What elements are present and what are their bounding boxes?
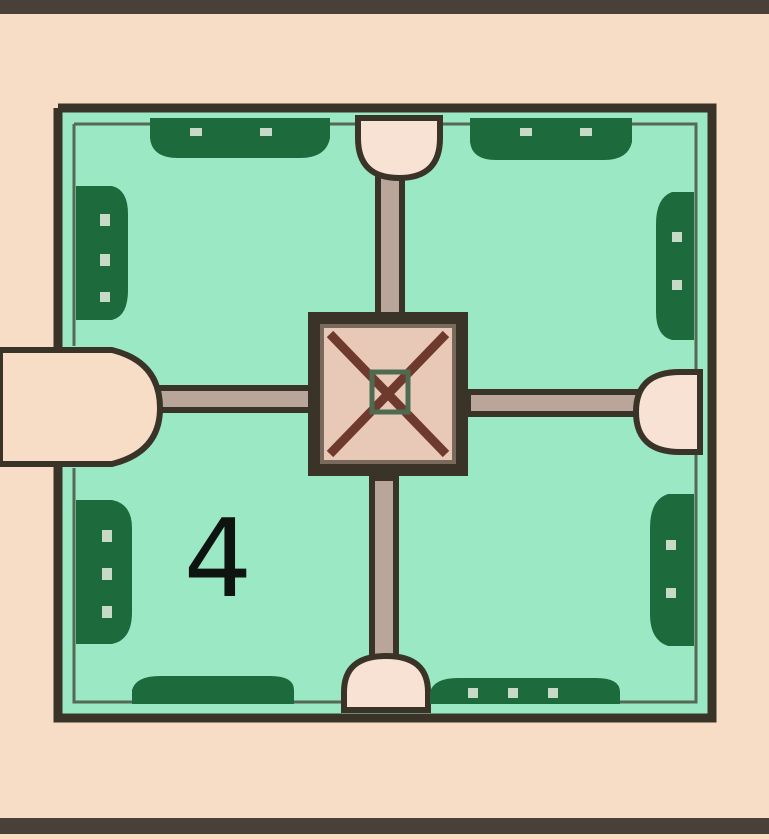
west-entry-portal xyxy=(0,350,160,464)
scan-top-edge xyxy=(0,0,769,14)
corridor-north xyxy=(378,165,402,317)
corridor-east xyxy=(468,392,640,414)
east-portal xyxy=(636,372,700,452)
corridor-south xyxy=(372,478,396,664)
north-portal xyxy=(358,118,440,178)
scan-bottom-edge xyxy=(0,818,769,834)
south-portal xyxy=(344,656,428,710)
corridor-west xyxy=(154,388,312,410)
